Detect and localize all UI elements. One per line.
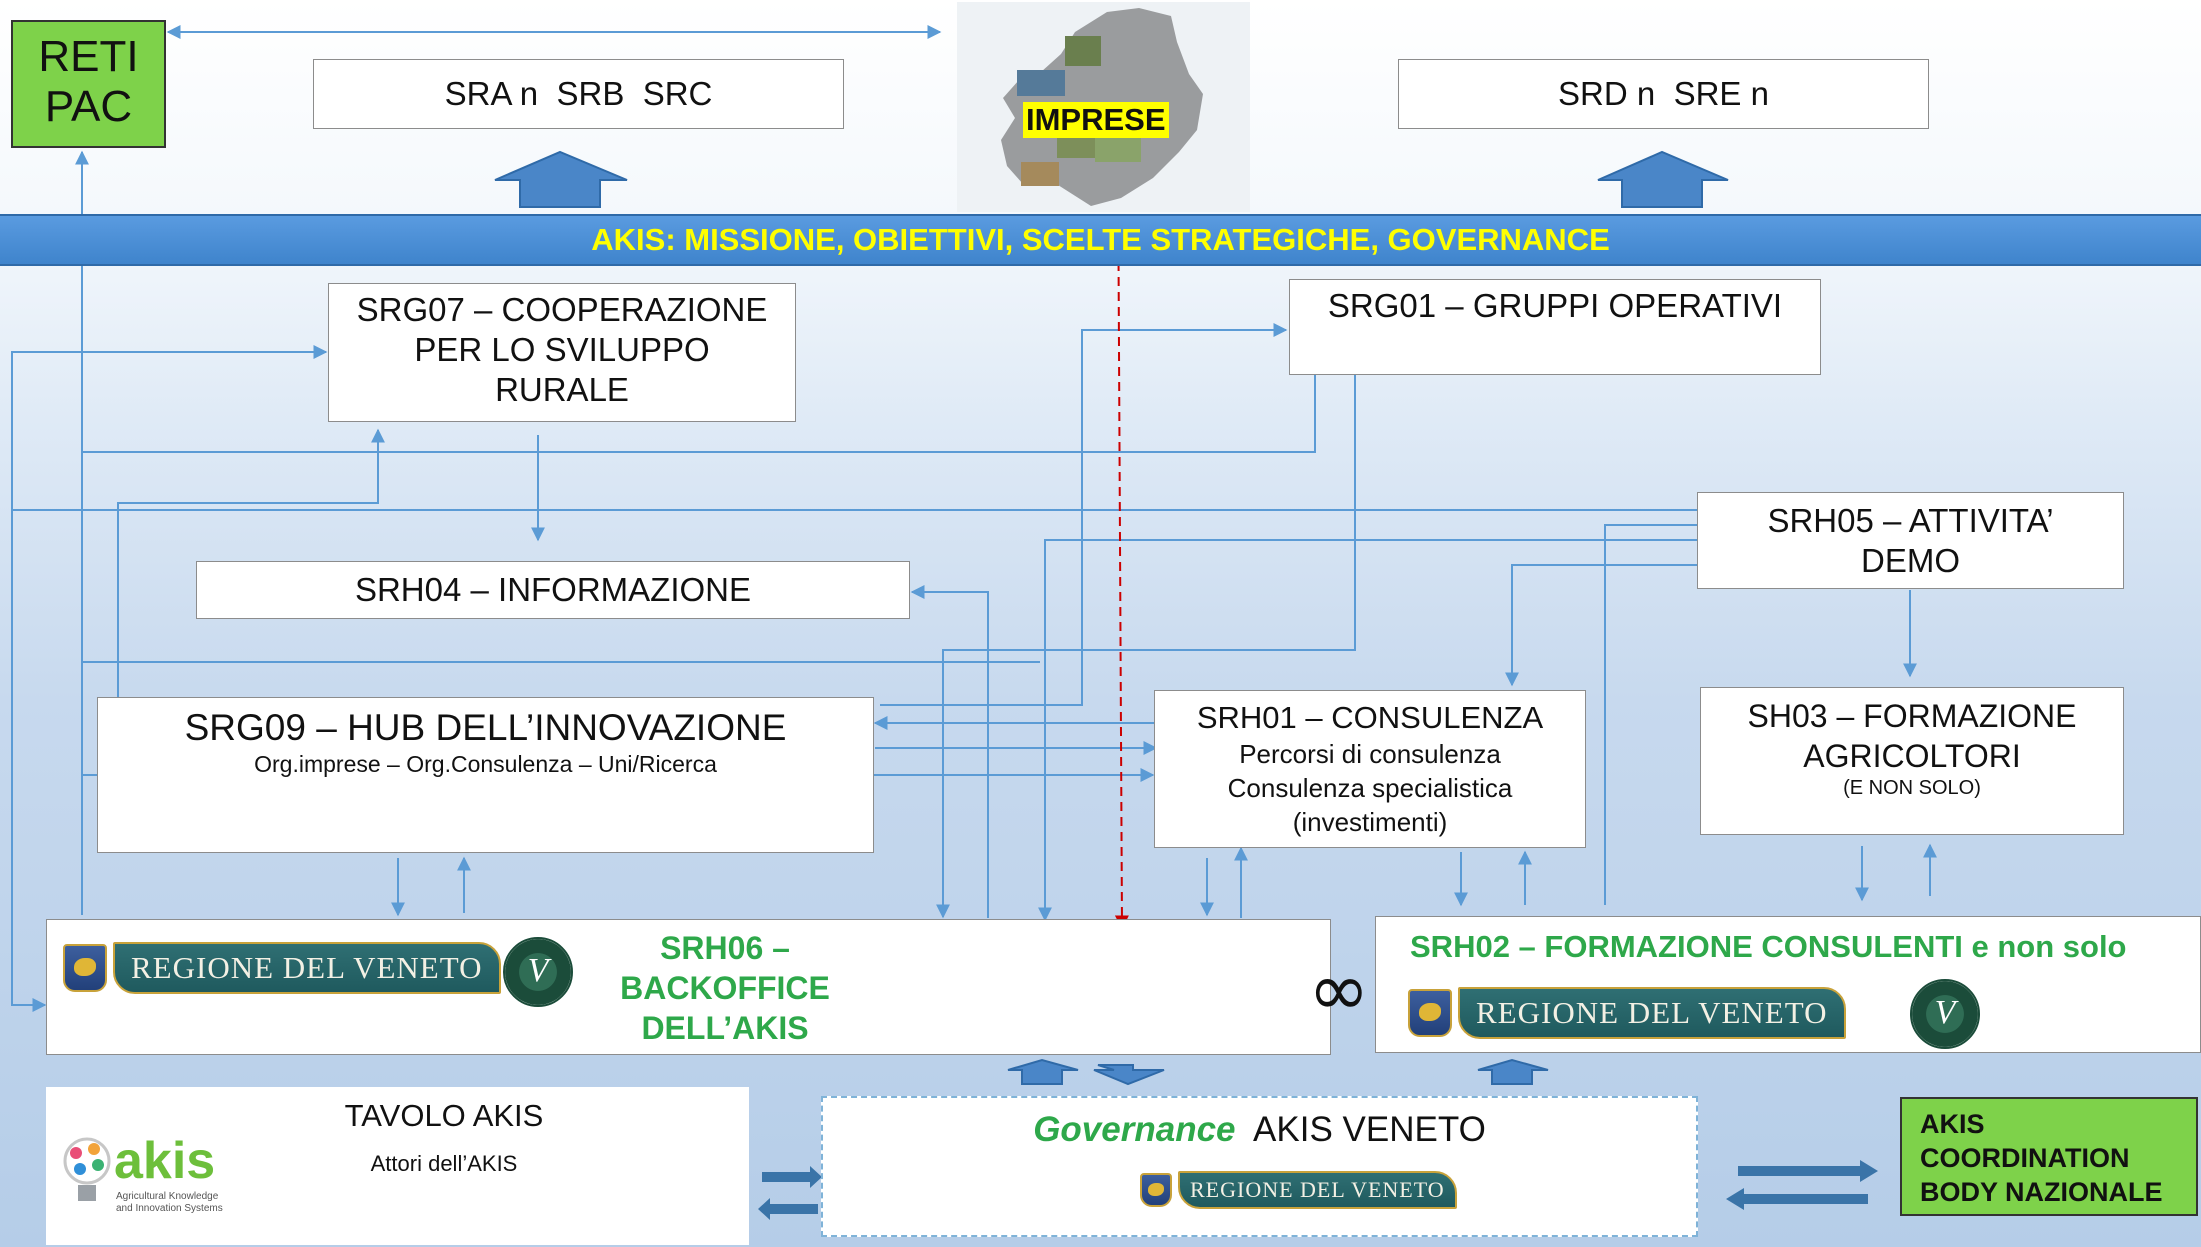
srg09-box: SRG09 – HUB DELL’INNOVAZIONE Org.imprese…: [97, 697, 874, 853]
sh03-title: SH03 – FORMAZIONE AGRICOLTORI: [1747, 698, 2077, 774]
srh04-box: SRH04 – INFORMAZIONE: [196, 561, 910, 619]
akis-caption: Agricultural Knowledge and Innovation Sy…: [116, 1191, 223, 1214]
regione-veneto-text-3: REGIONE DEL VENETO: [1178, 1171, 1457, 1209]
sra-box: SRA n SRB SRC: [313, 59, 844, 129]
veneto-agricoltura-logo-icon: V: [503, 937, 573, 1007]
lion-crest-icon-3: [1140, 1173, 1172, 1207]
srg09-subtitle: Org.imprese – Org.Consulenza – Uni/Ricer…: [254, 751, 717, 777]
governance-rest: AKIS VENETO: [1235, 1110, 1486, 1149]
governance-box: Governance AKIS VENETO REGIONE DEL VENET…: [821, 1096, 1698, 1237]
akis-logo: akis Agricultural Knowledge and Innovati…: [60, 1133, 250, 1233]
srg07-box: SRG07 – COOPERAZIONE PER LO SVILUPPO RUR…: [328, 283, 796, 422]
akis-mission-band: AKIS: MISSIONE, OBIETTIVI, SCELTE STRATE…: [0, 214, 2201, 266]
srh05-box: SRH05 – ATTIVITA’ DEMO: [1697, 492, 2124, 589]
tavolo-subtitle: Attori dell’AKIS: [370, 1151, 518, 1176]
governance-emphasis: Governance: [1033, 1110, 1236, 1149]
lion-crest-icon: [63, 944, 107, 992]
srh01-line-3: (investimenti): [1292, 807, 1448, 837]
veneto-agricoltura-logo-icon-2: V: [1910, 979, 1980, 1049]
reti-pac-box: RETI PAC: [11, 20, 166, 148]
srh01-line-1: Percorsi di consulenza: [1239, 739, 1501, 769]
akis-mission-title: AKIS: MISSIONE, OBIETTIVI, SCELTE STRATE…: [591, 222, 1610, 257]
governance-title: Governance AKIS VENETO: [823, 1108, 1696, 1152]
srd-box: SRD n SRE n: [1398, 59, 1929, 129]
imprese-label: IMPRESE: [1023, 102, 1169, 138]
srg09-title: SRG09 – HUB DELL’INNOVAZIONE: [184, 707, 787, 748]
srh01-title: SRH01 – CONSULENZA: [1196, 700, 1544, 735]
regione-veneto-logo-2: REGIONE DEL VENETO: [1408, 987, 1846, 1039]
srh01-line-2: Consulenza specialistica: [1227, 773, 1513, 803]
regione-veneto-text-2: REGIONE DEL VENETO: [1458, 987, 1846, 1039]
lightbulb-icon: [63, 1137, 111, 1201]
srh02-box: SRH02 – FORMAZIONE CONSULENTI e non solo…: [1375, 916, 2201, 1053]
srh02-title: SRH02 – FORMAZIONE CONSULENTI e non solo: [1410, 929, 2127, 964]
regione-veneto-text: REGIONE DEL VENETO: [113, 942, 501, 994]
tavolo-akis-box: TAVOLO AKIS Attori dell’AKIS akis Agricu…: [46, 1087, 749, 1245]
srh06-title: SRH06 – BACKOFFICE DELL’AKIS: [620, 930, 830, 1046]
imprese-map: IMPRESE: [957, 2, 1250, 212]
sh03-box: SH03 – FORMAZIONE AGRICOLTORI (E NON SOL…: [1700, 687, 2124, 835]
infinity-symbol: ∞: [1308, 947, 1370, 1033]
akis-coordination-box: AKIS COORDINATION BODY NAZIONALE: [1900, 1097, 2198, 1216]
sh03-subtitle: (E NON SOLO): [1843, 777, 1981, 799]
akis-wordmark: akis: [114, 1132, 216, 1190]
regione-veneto-logo-3: REGIONE DEL VENETO: [1140, 1171, 1457, 1209]
regione-veneto-logo: REGIONE DEL VENETO: [63, 942, 501, 994]
srh06-box: REGIONE DEL VENETO V SRH06 – BACKOFFICE …: [46, 919, 1331, 1055]
srg01-box: SRG01 – GRUPPI OPERATIVI: [1289, 279, 1821, 375]
srh01-box: SRH01 – CONSULENZA Percorsi di consulenz…: [1154, 690, 1586, 848]
tavolo-title: TAVOLO AKIS: [344, 1098, 544, 1133]
lion-crest-icon-2: [1408, 989, 1452, 1037]
